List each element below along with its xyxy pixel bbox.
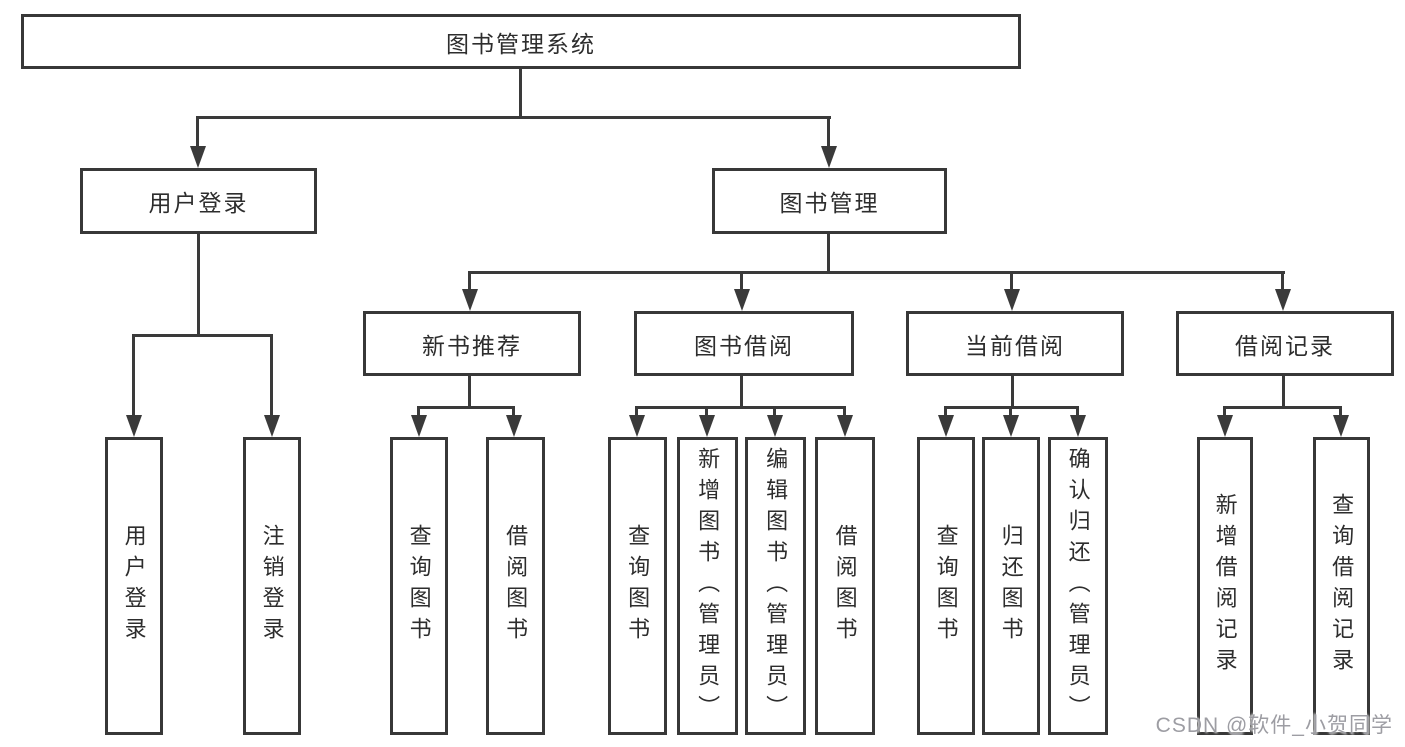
arrowhead-add-books-admin: [699, 415, 715, 437]
connector-drop-return-books: [1009, 406, 1012, 423]
leaf-label: 查询借阅记录: [1329, 493, 1355, 679]
connector-borrowing-records-bus: [1223, 406, 1342, 409]
connector-new-book-rec-feed: [468, 374, 471, 409]
leaf-query-books-2: 查询图书: [608, 437, 667, 735]
leaf-add-borrow-record: 新增借阅记录: [1197, 437, 1253, 735]
leaf-add-books-admin: 新增图书（管理员）: [677, 437, 738, 735]
node-book-management: 图书管理: [712, 168, 947, 234]
connector-book-borrowing-feed: [740, 374, 743, 409]
node-book-borrowing: 图书借阅: [634, 311, 854, 376]
csdn-watermark: CSDN @软件_小贺同学: [1155, 714, 1393, 737]
connector-drop-logout-leaf: [270, 334, 273, 419]
arrowhead-book-management: [821, 146, 837, 168]
connector-drop-borrow-books-a: [512, 406, 515, 423]
connector-drop-user-login-leaf: [132, 334, 135, 419]
leaf-confirm-return-admin: 确认归还（管理员）: [1048, 437, 1108, 735]
connector-drop-current-borrowing: [1010, 271, 1013, 293]
connector-drop-query-books-c: [944, 406, 947, 423]
leaf-label: 查询图书: [625, 524, 651, 648]
leaf-label: 确认归还（管理员）: [1065, 446, 1091, 726]
arrowhead-new-book-rec: [462, 289, 478, 311]
connector-borrowing-records-feed: [1282, 374, 1285, 409]
leaf-label: 用户登录: [121, 524, 147, 648]
leaf-logout: 注销登录: [243, 437, 301, 735]
arrowhead-logout-leaf: [264, 415, 280, 437]
connector-user-login-feed: [197, 231, 200, 337]
node-library-management-system: 图书管理系统: [21, 14, 1021, 69]
arrowhead-return-books: [1003, 415, 1019, 437]
arrowhead-current-borrowing: [1004, 289, 1020, 311]
arrowhead-query-books-a: [411, 415, 427, 437]
leaf-label: 查询图书: [406, 524, 432, 648]
arrowhead-add-borrow-record: [1217, 415, 1233, 437]
leaf-label: 归还图书: [998, 524, 1024, 648]
connector-drop-borrowing-records: [1281, 271, 1284, 293]
node-current-borrowing: 当前借阅: [906, 311, 1124, 376]
leaf-borrow-books-2: 借阅图书: [815, 437, 875, 735]
arrowhead-edit-books-admin: [767, 415, 783, 437]
node-user-login: 用户登录: [80, 168, 317, 234]
leaf-edit-books-admin: 编辑图书（管理员）: [745, 437, 806, 735]
connector-drop-confirm-return: [1076, 406, 1079, 423]
leaf-return-books: 归还图书: [982, 437, 1040, 735]
arrowhead-borrow-books-a: [506, 415, 522, 437]
leaf-borrow-books-1: 借阅图书: [486, 437, 545, 735]
connector-drop-user-login: [196, 116, 199, 150]
leaf-label: 编辑图书（管理员）: [763, 446, 789, 726]
connector-drop-borrow-books-b: [843, 406, 846, 423]
connector-book-management-feed: [827, 231, 830, 274]
arrowhead-borrow-books-b: [837, 415, 853, 437]
connector-drop-query-books-a: [417, 406, 420, 423]
leaf-label: 新增图书（管理员）: [695, 446, 721, 726]
arrowhead-user-login: [190, 146, 206, 168]
connector-current-borrowing-feed: [1011, 374, 1014, 409]
leaf-query-books-1: 查询图书: [390, 437, 448, 735]
connector-drop-add-books-admin: [705, 406, 708, 423]
connector-new-book-rec-bus: [417, 406, 515, 409]
connector-drop-add-borrow-record: [1223, 406, 1226, 423]
leaf-label: 借阅图书: [832, 524, 858, 648]
connector-drop-book-borrowing: [740, 271, 743, 293]
connector-user-login-bus: [132, 334, 273, 337]
arrowhead-borrowing-records: [1275, 289, 1291, 311]
leaf-label: 新增借阅记录: [1212, 493, 1238, 679]
node-new-book-recommendation: 新书推荐: [363, 311, 581, 376]
arrowhead-query-books-c: [938, 415, 954, 437]
leaf-label: 借阅图书: [503, 524, 529, 648]
arrowhead-book-borrowing: [734, 289, 750, 311]
connector-drop-new-book-rec: [468, 271, 471, 293]
connector-book-management-bus: [468, 271, 1285, 274]
connector-drop-query-books-b: [635, 406, 638, 423]
leaf-user-login: 用户登录: [105, 437, 163, 735]
arrowhead-query-borrow-record: [1333, 415, 1349, 437]
arrowhead-confirm-return: [1070, 415, 1086, 437]
node-borrowing-records: 借阅记录: [1176, 311, 1394, 376]
leaf-label: 查询图书: [933, 524, 959, 648]
leaf-query-borrow-record: 查询借阅记录: [1313, 437, 1370, 735]
connector-book-borrowing-bus: [635, 406, 846, 409]
connector-root-trunk: [519, 69, 522, 119]
arrowhead-user-login-leaf: [126, 415, 142, 437]
leaf-query-books-3: 查询图书: [917, 437, 975, 735]
arrowhead-query-books-b: [629, 415, 645, 437]
connector-drop-edit-books-admin: [773, 406, 776, 423]
leaf-label: 注销登录: [259, 524, 285, 648]
connector-drop-query-borrow-record: [1339, 406, 1342, 423]
connector-root-bus: [198, 116, 831, 119]
connector-drop-book-management: [827, 116, 830, 150]
